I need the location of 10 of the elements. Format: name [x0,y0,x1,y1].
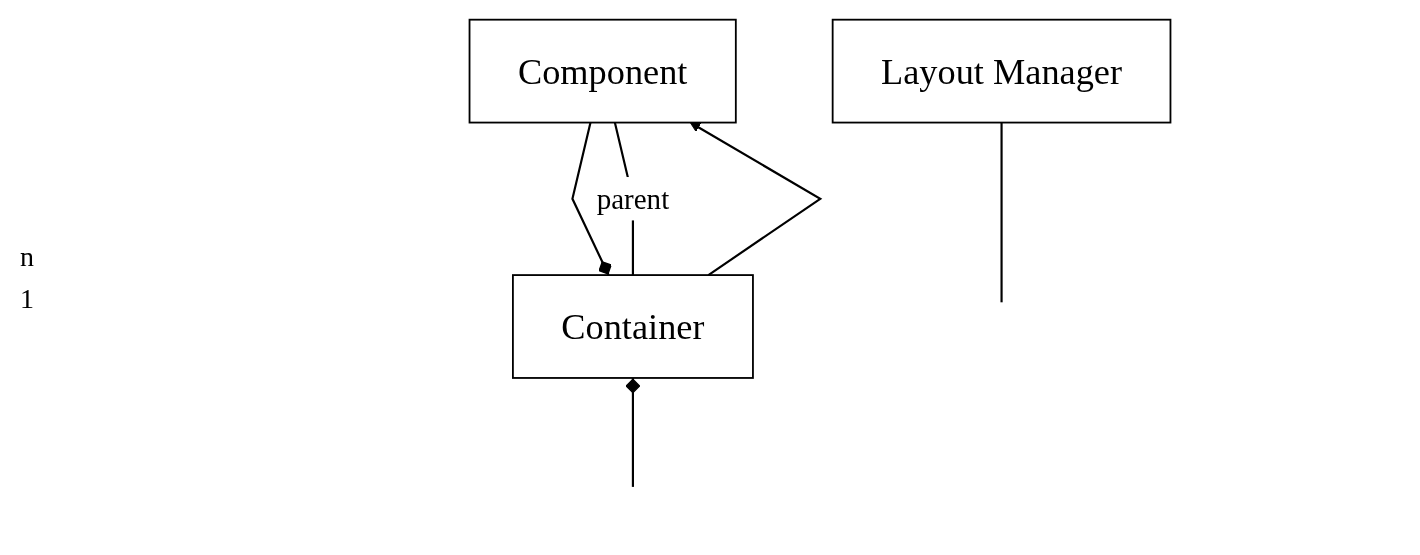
connector [625,377,641,487]
multiplicity-label: 1 [20,282,35,315]
arrow [689,122,823,276]
connector [1000,122,1003,303]
edge-label: parent [596,183,670,215]
connector [571,122,612,276]
node-box: Layout Manager [831,18,1172,124]
node-box: Container [512,274,754,379]
multiplicity-label: n [20,240,35,273]
node-box: Component [468,18,737,124]
